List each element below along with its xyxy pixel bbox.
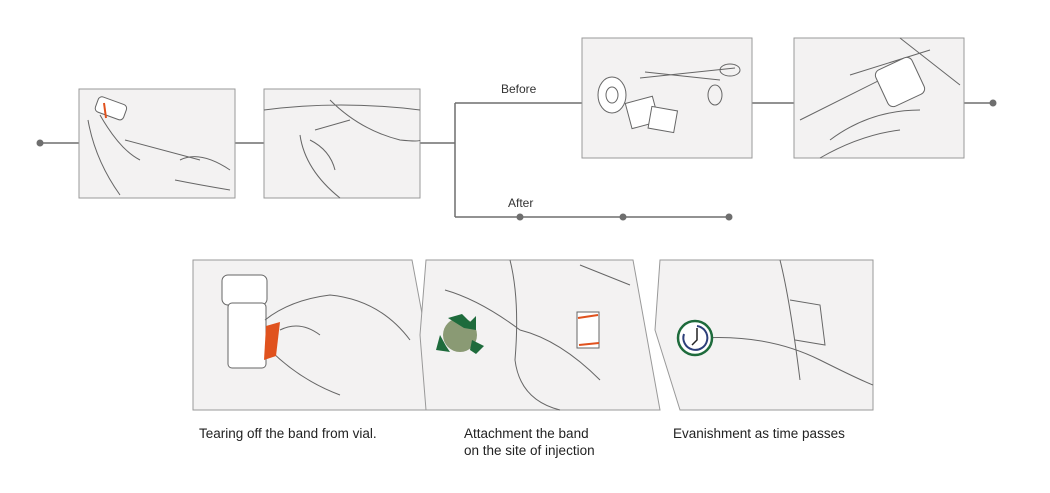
panel-before-supplies (581, 37, 753, 159)
caption-line: on the site of injection (464, 443, 595, 458)
caption-line: Evanishment as time passes (673, 426, 845, 441)
flow-dots (36, 99, 997, 221)
start-dot (36, 139, 44, 147)
end-dot (989, 99, 997, 107)
caption-line: Tearing off the band from vial. (199, 426, 377, 441)
panel-draw-syringe (78, 88, 236, 199)
caption-tearing: Tearing off the band from vial. (199, 425, 377, 442)
clock-dissolve-icon (676, 319, 714, 357)
panel-before-wrap (793, 37, 965, 159)
recycle-globe-icon (436, 314, 484, 354)
after-dot (725, 213, 733, 221)
after-dot (516, 213, 524, 221)
after-dot (619, 213, 627, 221)
caption-attachment: Attachment the band on the site of injec… (464, 425, 595, 459)
caption-line: Attachment the band (464, 426, 589, 441)
bottom-panels (192, 259, 874, 411)
caption-evanishment: Evanishment as time passes (673, 425, 845, 442)
panel-injection (263, 88, 421, 199)
before-label: Before (501, 82, 537, 96)
flow-lines (40, 102, 993, 218)
after-label: After (508, 196, 534, 210)
